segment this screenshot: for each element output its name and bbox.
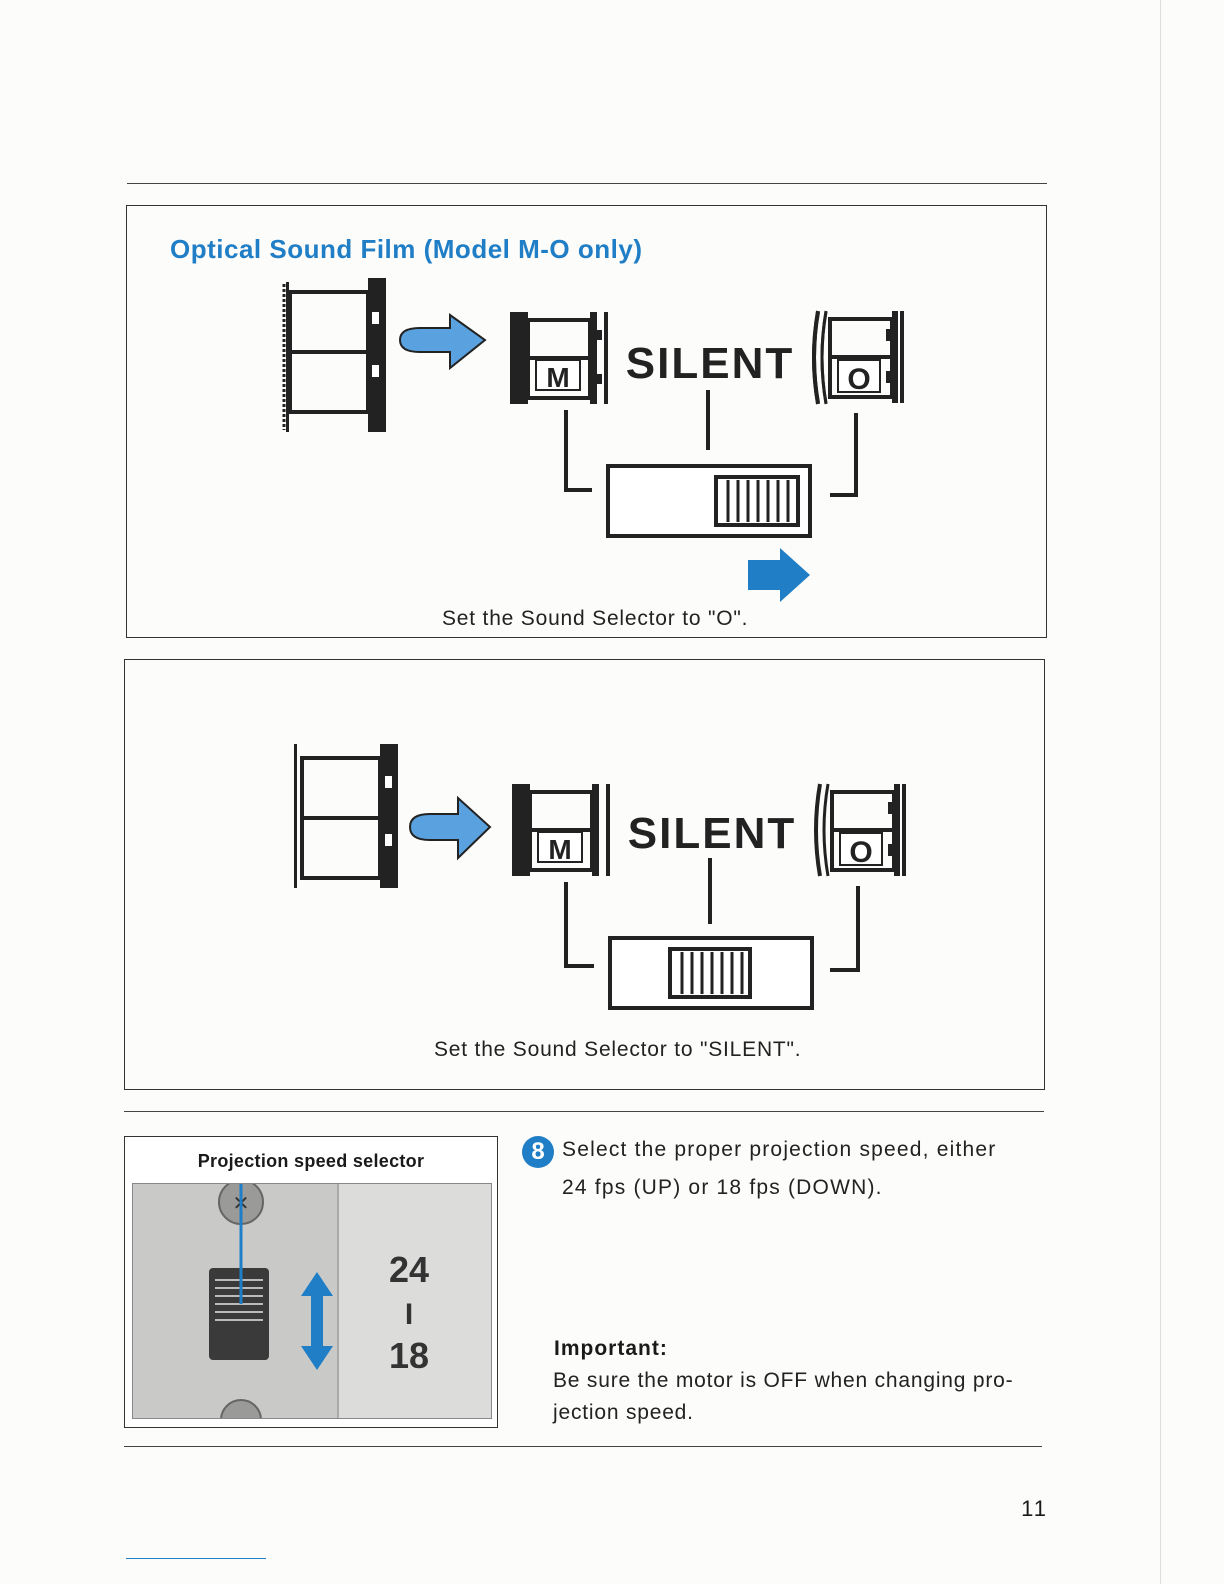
silent-diagram: M SILENT: [294, 744, 814, 1010]
caption-set-o: Set the Sound Selector to "O".: [442, 607, 749, 630]
step-8-line2: 24 fps (UP) or 18 fps (DOWN).: [562, 1176, 883, 1199]
screw-icon: [220, 1399, 262, 1418]
speed-18: 18: [389, 1335, 429, 1376]
label-silent: SILENT: [626, 339, 794, 388]
projection-speed-photo: ✕ 24 I 18: [132, 1183, 492, 1419]
step-number-badge: 8: [522, 1136, 554, 1168]
right-arrow-icon: [408, 795, 492, 861]
important-line1: Be sure the motor is OFF when changing p…: [553, 1369, 1014, 1392]
speed-selector-illustration: ✕ 24 I 18: [133, 1184, 491, 1418]
label-m: M: [548, 834, 571, 865]
film-strip-icon: [282, 278, 386, 432]
speed-24: 24: [389, 1249, 429, 1290]
label-silent: SILENT: [628, 809, 796, 858]
photo-title: Projection speed selector: [197, 1151, 425, 1171]
label-o: O: [849, 836, 872, 869]
film-strip-icon: [294, 744, 398, 888]
m-film-icon: M: [510, 312, 608, 404]
projection-speed-photo-box: Projection speed selector ✕ 24 I 18: [124, 1136, 498, 1428]
right-arrow-icon: [398, 313, 487, 371]
silent-panel: [124, 659, 1045, 1090]
up-down-arrow-icon: [301, 1272, 333, 1370]
slide-right-arrow-icon: [748, 548, 810, 602]
caption-set-silent: Set the Sound Selector to "SILENT".: [434, 1038, 802, 1061]
speed-separator: I: [405, 1298, 413, 1331]
o-module-diagram: O: [814, 783, 906, 972]
m-film-icon: M: [512, 784, 610, 876]
speed-slider-knob: [209, 1268, 269, 1360]
bottom-rule: [124, 1446, 1042, 1447]
step-8-line1: Select the proper projection speed, eith…: [562, 1138, 997, 1161]
mid-rule: [124, 1111, 1044, 1112]
page-number: 11: [1021, 1496, 1048, 1521]
important-label: Important:: [554, 1337, 668, 1360]
optical-sound-diagram: M SILENT: [282, 278, 828, 602]
label-o: O: [847, 363, 870, 396]
optical-sound-panel: [126, 205, 1047, 638]
section-title: Optical Sound Film (Model M-O only): [170, 234, 643, 264]
label-m: M: [546, 362, 569, 393]
page-edge: [1160, 0, 1161, 1584]
top-rule: [127, 183, 1047, 184]
important-line2: jection speed.: [553, 1401, 694, 1424]
footer-rule: [126, 1558, 266, 1559]
o-module-diagram: O: [812, 310, 904, 497]
